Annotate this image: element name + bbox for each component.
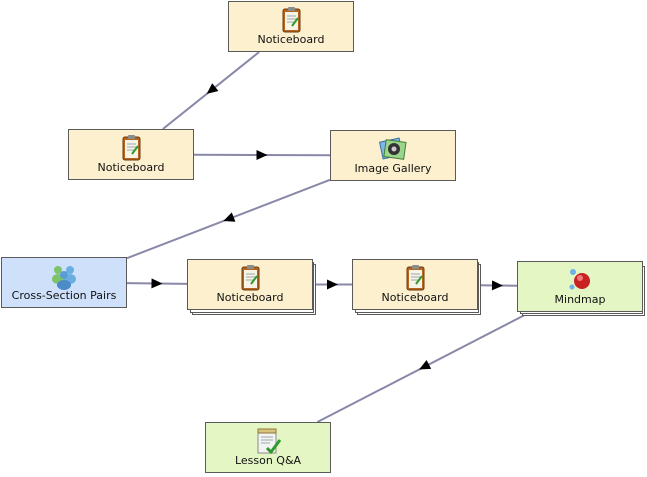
node-label: Lesson Q&A: [234, 454, 302, 467]
noticeboard-icon: [282, 7, 301, 33]
arrowhead: [206, 83, 219, 94]
arrowhead: [419, 360, 432, 370]
notepad-check-icon: [257, 428, 282, 455]
tool-node-mindmap[interactable]: Mindmap: [517, 261, 643, 312]
group-people-icon: [52, 266, 76, 290]
activity-node-image-gallery[interactable]: Image Gallery: [330, 130, 456, 181]
mindmap-icon: [569, 269, 590, 290]
node-label: Noticeboard: [97, 161, 165, 174]
arrowhead: [151, 278, 163, 289]
node-label: Noticeboard: [257, 33, 325, 46]
image-gallery-icon: [378, 137, 407, 160]
activity-node-noticeboard-left[interactable]: Noticeboard: [68, 129, 194, 180]
arrowhead: [223, 212, 236, 222]
activity-node-noticeboard-sequence-2[interactable]: Noticeboard: [352, 259, 478, 310]
arrowhead: [327, 279, 338, 290]
noticeboard-icon: [241, 265, 260, 291]
node-label: Noticeboard: [216, 291, 284, 304]
activity-node-noticeboard-top[interactable]: Noticeboard: [228, 1, 354, 52]
activity-node-noticeboard-sequence-1[interactable]: Noticeboard: [187, 259, 313, 310]
arrowhead: [256, 150, 268, 160]
grouping-node-cross-section-pairs[interactable]: Cross-Section Pairs: [1, 257, 127, 308]
node-label: Cross-Section Pairs: [11, 289, 117, 302]
noticeboard-icon: [406, 265, 425, 291]
node-label: Noticeboard: [381, 291, 449, 304]
node-label: Image Gallery: [354, 162, 432, 175]
node-label: Mindmap: [554, 293, 606, 306]
noticeboard-icon: [122, 135, 141, 161]
tool-node-lesson-qa[interactable]: Lesson Q&A: [205, 422, 331, 473]
arrowhead: [491, 280, 503, 291]
